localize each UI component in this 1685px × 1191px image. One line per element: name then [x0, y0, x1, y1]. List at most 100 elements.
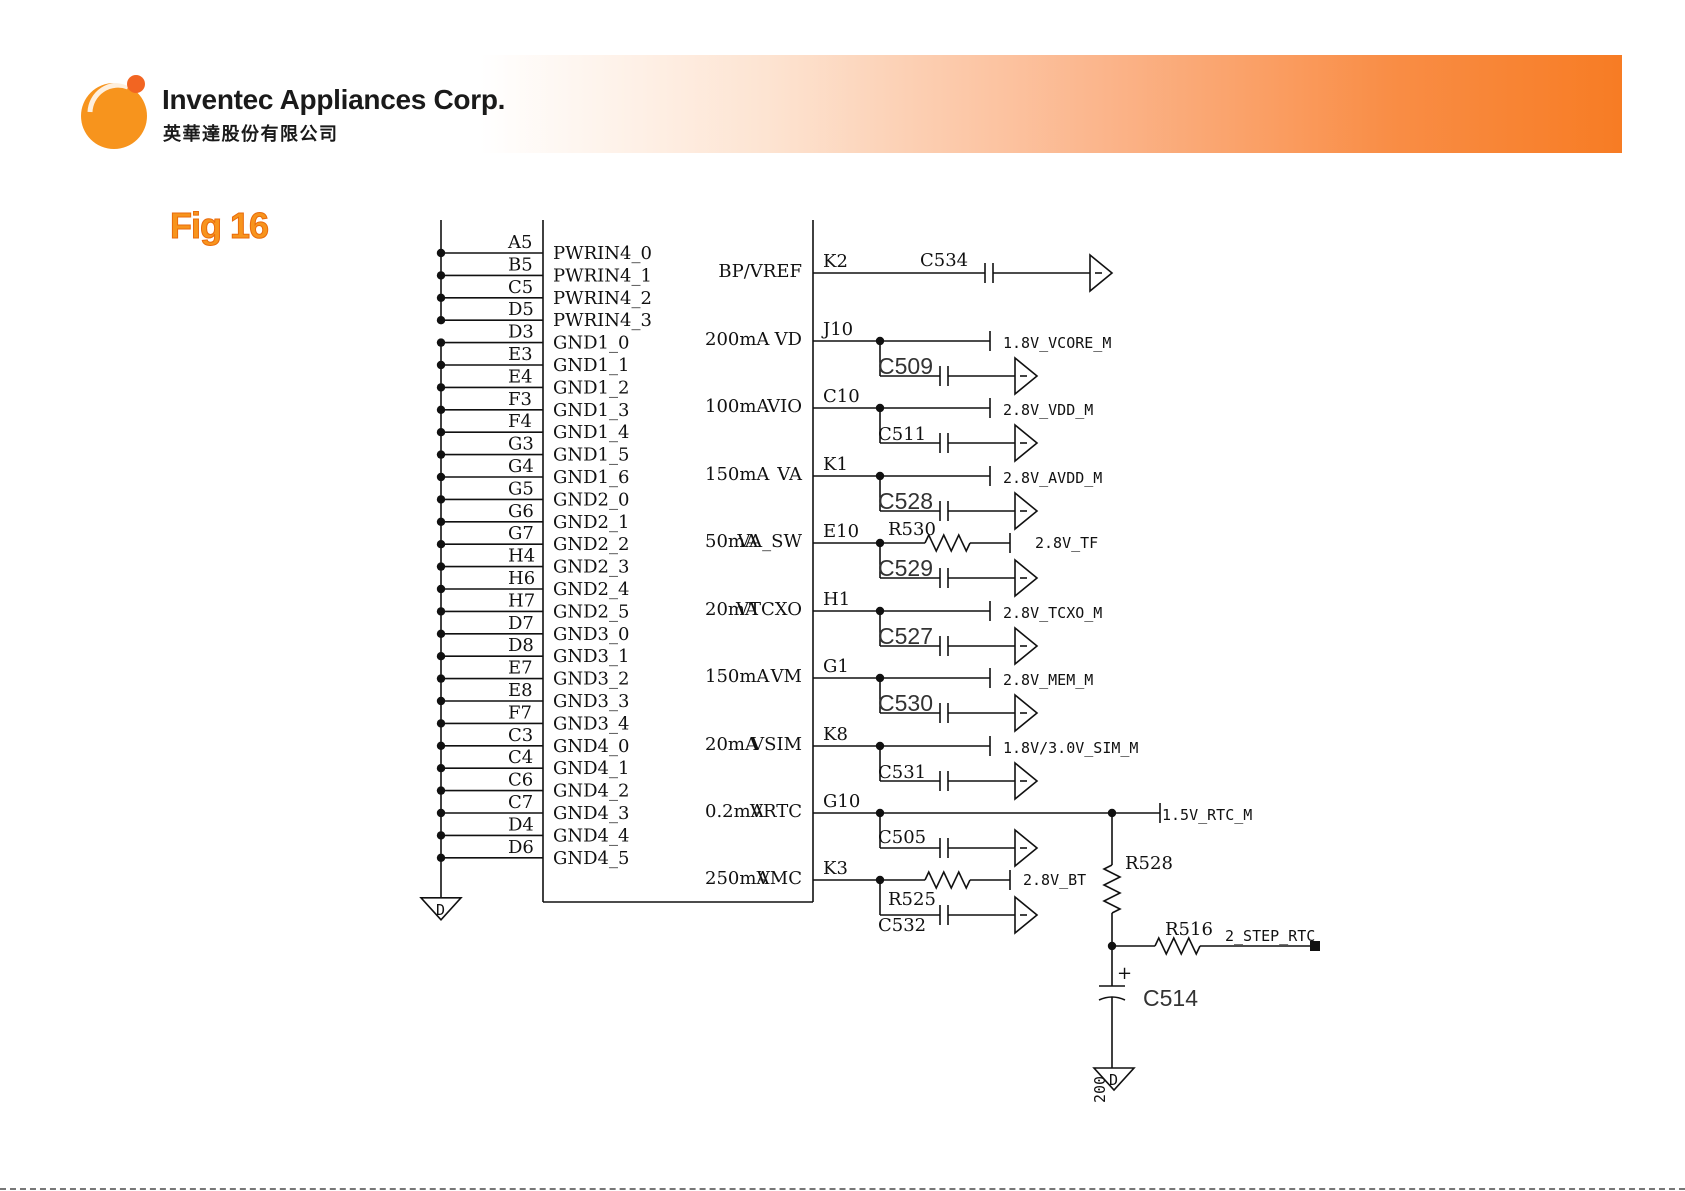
rail-pin-number: K8: [823, 724, 848, 745]
capacitor-label: C511: [878, 424, 926, 445]
pin-net-name: GND2_0: [553, 489, 629, 510]
pin-number: G5: [508, 478, 534, 499]
pin-number: H4: [508, 546, 535, 567]
pin-net-name: GND2_2: [553, 534, 629, 555]
header-gradient-band: [480, 55, 1622, 153]
resistor-icon: [1154, 936, 1201, 956]
pin-net-name: PWRIN4_1: [553, 265, 652, 286]
rail-pin-number: J10: [821, 319, 853, 340]
pin-net-name: GND4_0: [553, 736, 629, 757]
pin-number: E7: [508, 658, 533, 679]
pin-net-name: GND3_1: [553, 646, 629, 667]
pin-net-name: PWRIN4_3: [553, 310, 652, 331]
resistor-icon: [924, 533, 971, 553]
rail-current: 0.2mA: [705, 801, 765, 822]
rail-net-label: 1.8V_VCORE_M: [1003, 334, 1111, 352]
test-point-icon: [1310, 941, 1320, 951]
rail-name: VA: [776, 464, 803, 485]
resistor-label: R528: [1125, 853, 1173, 874]
pin-number: F7: [508, 702, 532, 723]
pin-net-name: PWRIN4_2: [553, 288, 652, 309]
pin-net-name: GND2_5: [553, 601, 629, 622]
capacitor-label: C514: [1143, 985, 1198, 1011]
capacitor-label: C505: [878, 827, 926, 848]
rail-pin-number: E10: [823, 521, 859, 542]
pin-number: C7: [508, 792, 533, 813]
ground-icon: [1014, 491, 1039, 531]
rail-name: VM: [770, 666, 802, 687]
pin-net-name: GND3_0: [553, 624, 629, 645]
pin-number: H6: [508, 568, 535, 589]
pin-net-name: GND3_2: [553, 669, 629, 690]
rail-name: VRTC: [749, 801, 802, 822]
ground-icon: [1092, 1067, 1136, 1092]
pin-number: D4: [508, 814, 534, 835]
rail-net-label: 2.8V_MEM_M: [1003, 671, 1093, 689]
capacitor-label: C529: [878, 555, 933, 581]
pin-net-name: GND2_1: [553, 512, 629, 533]
rail-current: 150mA: [705, 464, 770, 485]
capacitor-label: C509: [878, 353, 933, 379]
ground-label: D: [1109, 1071, 1118, 1089]
pin-number: C3: [508, 725, 533, 746]
ground-icon: [1014, 356, 1039, 396]
resistor-label: R525: [888, 889, 936, 910]
rail-current: 20mA: [705, 599, 759, 620]
capacitor-polarity-label: +: [1117, 963, 1132, 984]
ground-icon: [1014, 895, 1039, 935]
pin-net-name: GND4_3: [553, 803, 629, 824]
resistor-label: R530: [888, 519, 936, 540]
ground-icon: [419, 897, 463, 921]
pin-number: C4: [508, 747, 533, 768]
capacitor-label: C534: [920, 250, 968, 271]
capacitor-label: C528: [878, 488, 933, 514]
capacitor-label: C532: [878, 915, 926, 936]
rail-pin-number: C10: [823, 386, 860, 407]
rail-name: VA_SW: [736, 531, 802, 552]
rail-net-label: 1.8V/3.0V_SIM_M: [1003, 739, 1138, 757]
pin-number: G6: [508, 501, 534, 522]
pin-net-name: GND4_5: [553, 848, 629, 869]
pin-net-name: PWRIN4_0: [553, 243, 652, 264]
capacitor-label: C527: [878, 623, 933, 649]
pin-number: G4: [508, 456, 534, 477]
rail-name: VD: [774, 329, 802, 350]
rail-pin-number: G1: [823, 656, 849, 677]
rail-pin-number: G10: [823, 791, 860, 812]
ground-label: D: [436, 901, 445, 919]
pin-number: A5: [507, 232, 532, 253]
pin-net-name: GND1_5: [553, 445, 629, 466]
rail-current: 200mA: [705, 329, 770, 350]
pin-number: D6: [508, 837, 534, 858]
rail-pin-number: K2: [823, 251, 848, 272]
rail-current: 150mA: [705, 666, 770, 687]
company-logo-icon: [81, 75, 147, 149]
pin-net-name: GND1_2: [553, 377, 629, 398]
pin-number: E8: [508, 680, 533, 701]
pin-net-name: GND1_6: [553, 467, 629, 488]
capacitor-label: C530: [878, 690, 933, 716]
ground-icon: [1014, 423, 1039, 463]
rail-name: VTCXO: [735, 599, 802, 620]
pin-number: F4: [508, 411, 532, 432]
pin-net-name: GND4_4: [553, 825, 629, 846]
